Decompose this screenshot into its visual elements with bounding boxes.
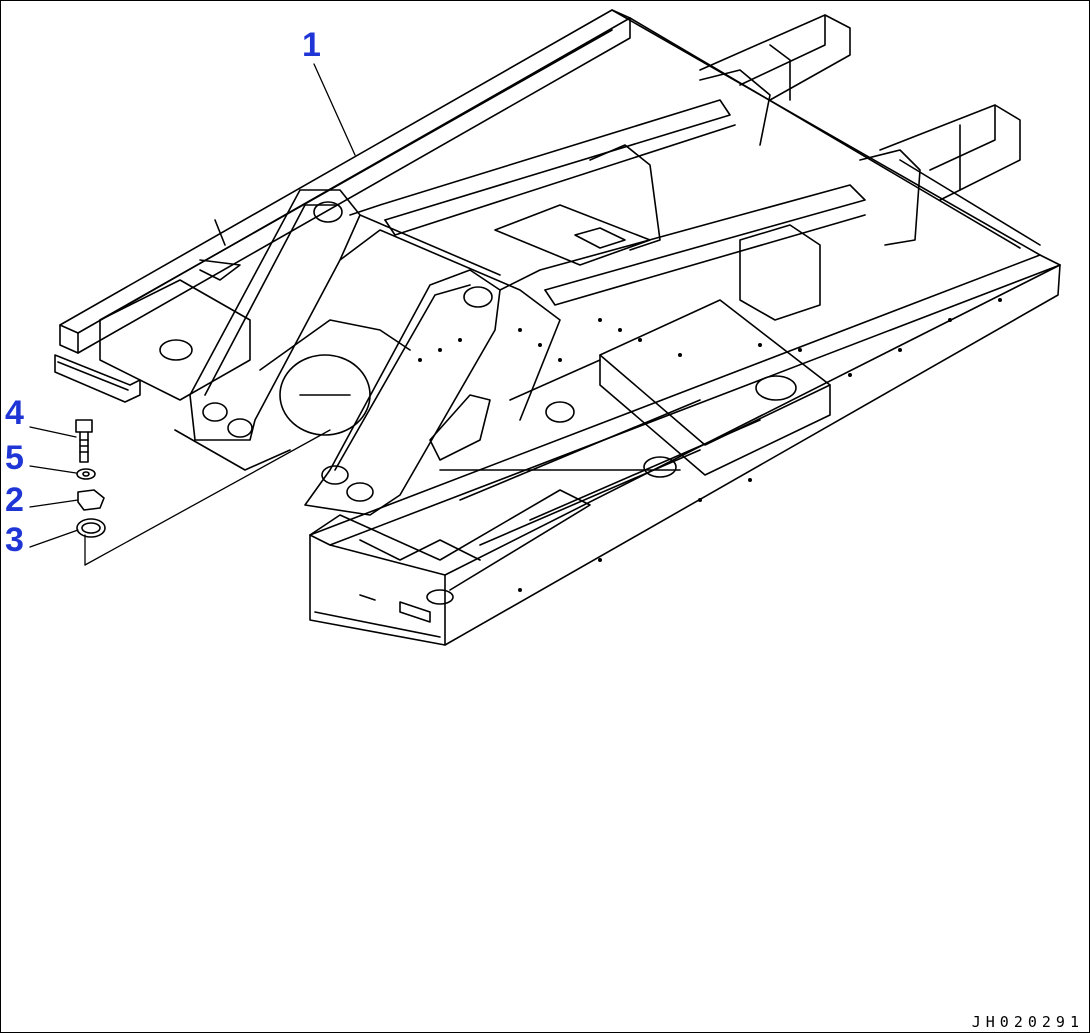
part-plug <box>77 489 105 511</box>
drawing-code: JH020291 <box>971 1013 1084 1031</box>
mount-brackets <box>589 69 921 321</box>
part-washer <box>76 468 96 480</box>
left-front-compartment <box>54 219 251 403</box>
front-end-block <box>309 489 591 623</box>
callout-5: 5 <box>5 439 24 477</box>
left-side-rail <box>59 9 631 354</box>
rear-cross-member <box>611 9 1041 256</box>
callout-1: 1 <box>302 26 321 64</box>
diagonal-braces <box>349 99 866 306</box>
callout-2: 2 <box>5 481 24 519</box>
rear-extension-beams <box>699 14 1021 201</box>
hardware-dots <box>418 298 1002 592</box>
center-deck <box>259 214 561 436</box>
part-bolt <box>75 419 93 463</box>
floor-cross-members <box>439 299 831 546</box>
part-ring <box>76 518 106 538</box>
leader-lines <box>29 63 356 566</box>
callout-4: 4 <box>5 394 24 432</box>
callout-3: 3 <box>5 521 24 559</box>
right-side-rail <box>309 254 1061 646</box>
boom-mount-right <box>304 269 501 516</box>
boom-mount-left <box>174 189 361 471</box>
